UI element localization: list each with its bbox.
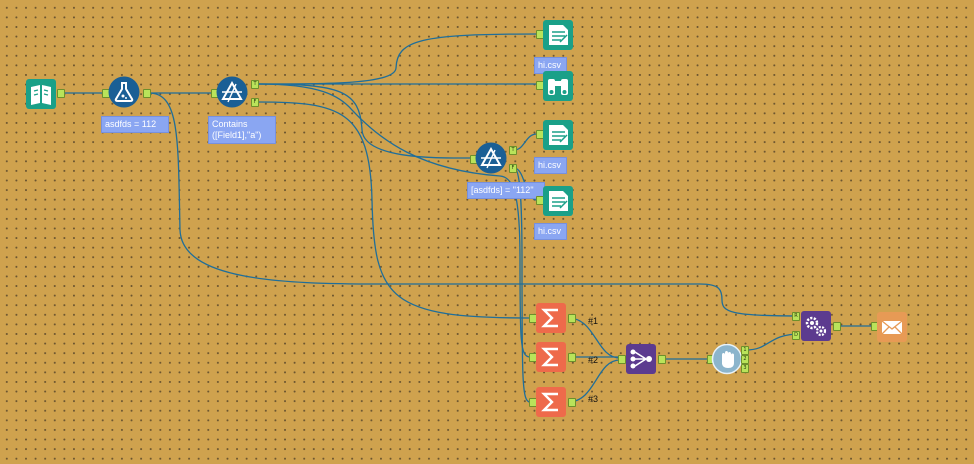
input-output-anchor[interactable]	[57, 89, 65, 98]
connection-filter2-sum3	[513, 167, 531, 403]
connection-filter1-sum1	[257, 101, 531, 319]
output-file-icon	[543, 20, 573, 50]
filter-triangle-icon	[216, 76, 248, 108]
batch-input-r-anchor[interactable]: R	[792, 312, 800, 321]
connection-filter2-output2	[513, 133, 538, 151]
summarize-tool-3[interactable]	[536, 387, 566, 417]
output-data-tool-3[interactable]	[543, 186, 573, 216]
formula-output-anchor[interactable]	[143, 89, 151, 98]
filter1-true-anchor[interactable]: T	[251, 80, 259, 89]
binoculars-icon	[543, 71, 573, 101]
connection-filter1-sum2	[257, 83, 531, 358]
filter1-annotation[interactable]: Contains ([Field1],"a")	[208, 116, 276, 144]
message-output-anchor-2[interactable]: 2	[741, 355, 749, 364]
summarize-tool-2[interactable]	[536, 342, 566, 372]
filter2-true-anchor[interactable]: T	[509, 146, 517, 155]
union-output-anchor[interactable]	[658, 355, 666, 364]
output-file-icon	[543, 186, 573, 216]
connection-formula-batch	[148, 92, 801, 317]
filter2-annotation[interactable]: [asdfds] = "112"	[467, 182, 545, 199]
stop-hand-icon	[711, 343, 743, 375]
filter1-false-anchor[interactable]: F	[251, 98, 259, 107]
union-input-label-3: #3	[588, 394, 599, 404]
formula-tool[interactable]	[108, 76, 140, 108]
output-data-tool-2[interactable]	[543, 120, 573, 150]
union-tool[interactable]	[626, 344, 656, 374]
book-icon	[26, 79, 56, 109]
message-output-anchor-1[interactable]: 1	[741, 346, 749, 355]
union-input-label-1: #1	[588, 316, 599, 326]
batch-output-anchor[interactable]	[833, 322, 841, 331]
output-file-icon	[543, 120, 573, 150]
email-tool[interactable]	[877, 312, 907, 342]
union-icon	[626, 344, 656, 374]
sigma-icon	[536, 387, 566, 417]
sum1-output-anchor[interactable]	[568, 314, 576, 323]
sigma-icon	[536, 342, 566, 372]
sigma-icon	[536, 303, 566, 333]
formula-annotation[interactable]: asdfds = 112	[101, 116, 169, 133]
envelope-icon	[877, 312, 907, 342]
batch-input-d-anchor[interactable]: D	[792, 331, 800, 340]
flask-icon	[108, 76, 140, 108]
filter-triangle-icon	[475, 142, 507, 174]
output-data-tool-1[interactable]	[543, 20, 573, 50]
sum3-output-anchor[interactable]	[568, 398, 576, 407]
connection-filter1-output1	[257, 33, 538, 85]
connection-filter1-filter2	[257, 83, 473, 159]
summarize-tool-1[interactable]	[536, 303, 566, 333]
union-input-label-2: #2	[588, 355, 599, 365]
union-input-anchor[interactable]	[618, 355, 626, 364]
gears-icon	[801, 311, 831, 341]
sum2-output-anchor[interactable]	[568, 353, 576, 362]
message-output-anchor-3[interactable]: 3	[741, 364, 749, 373]
output3-annotation[interactable]: hi.csv	[534, 223, 567, 240]
filter-tool-2[interactable]	[475, 142, 507, 174]
batch-macro-tool[interactable]	[801, 311, 831, 341]
browse-tool[interactable]	[543, 71, 573, 101]
filter-tool-1[interactable]	[216, 76, 248, 108]
filter2-false-anchor[interactable]: F	[509, 164, 517, 173]
output2-annotation[interactable]: hi.csv	[534, 157, 567, 174]
input-data-tool[interactable]	[26, 79, 56, 109]
message-tool[interactable]	[711, 343, 743, 375]
